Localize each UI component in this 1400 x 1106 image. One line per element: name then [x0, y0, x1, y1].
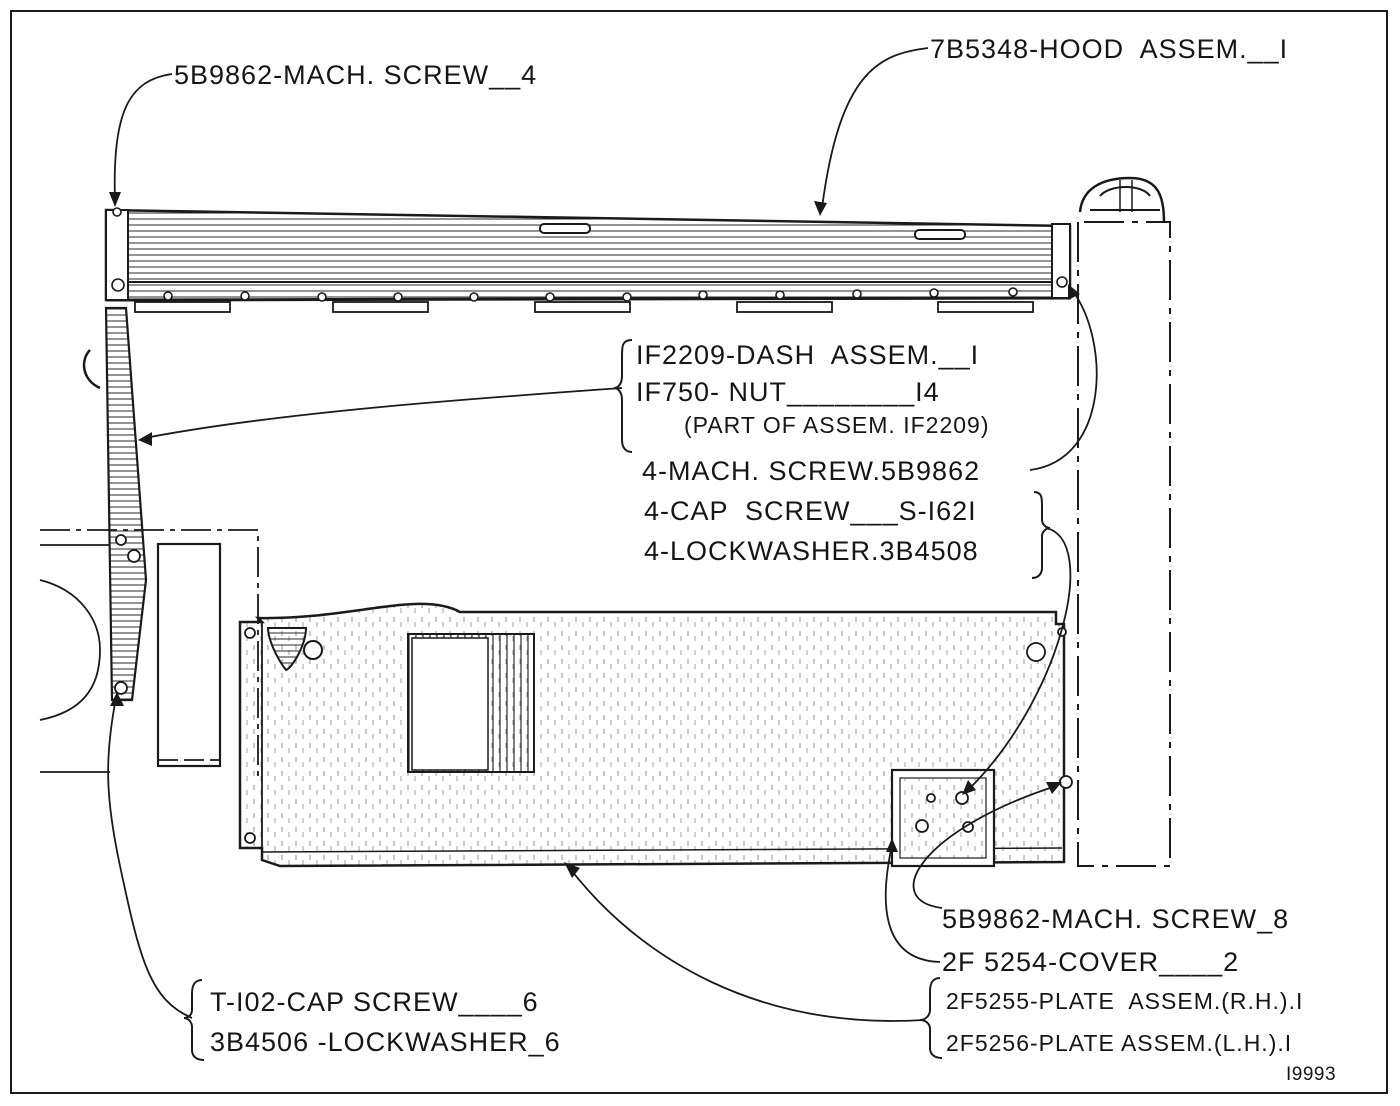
- label-hood-assembly: 7B5348-HOOD ASSEM.__I: [930, 34, 1289, 64]
- label-cap-screw-lower: T-I02-CAP SCREW____6: [210, 987, 539, 1017]
- arrowheads: [109, 192, 1080, 878]
- label-cover: 2F 5254-COVER____2: [942, 947, 1240, 977]
- drawing-frame: [10, 10, 1388, 1094]
- leader-mach-screw-lower: [912, 785, 1057, 909]
- label-mach-screw-mid: 4-MACH. SCREW.5B9862: [642, 456, 981, 486]
- label-plate-lh: 2F5256-PLATE ASSEM.(L.H.).I: [946, 1030, 1293, 1056]
- callout-brackets: [183, 339, 1051, 1061]
- label-cap-screw-mid: 4-CAP SCREW___S-I62I: [644, 496, 977, 526]
- leader-mach-screw-mid: [1029, 289, 1098, 471]
- leader-cover: [884, 844, 941, 963]
- leader-mach-screw-top: [113, 73, 173, 201]
- label-nut: IF750- NUT________I4: [636, 377, 940, 407]
- radiator-upright: [1077, 176, 1171, 867]
- label-nut-note: (PART OF ASSEM. IF2209): [684, 412, 990, 438]
- label-lockwasher-lower: 3B4506 -LOCKWASHER_6: [210, 1027, 561, 1057]
- hood-assembly: [104, 207, 1072, 313]
- plate-assembly: [238, 602, 1073, 868]
- label-dash-assembly: IF2209-DASH ASSEM.__I: [636, 340, 980, 370]
- leader-hood: [821, 47, 929, 209]
- dash-assembly: [104, 306, 148, 702]
- leader-cap-screw-mid: [967, 527, 1072, 791]
- label-lockwasher-mid: 4-LOCKWASHER.3B4508: [644, 536, 979, 566]
- drawing-number: I9993: [1286, 1064, 1337, 1085]
- label-mach-screw-lower: 5B9862-MACH. SCREW_8: [942, 904, 1290, 934]
- leader-plate: [567, 865, 925, 1022]
- leader-cap-screw-lower: [107, 697, 193, 1019]
- label-mach-screw-top: 5B9862-MACH. SCREW__4: [174, 60, 538, 90]
- leader-lines: [107, 47, 1098, 1022]
- leader-dash: [144, 387, 623, 439]
- engine-block-outline: [39, 349, 259, 780]
- label-plate-rh: 2F5255-PLATE ASSEM.(R.H.).I: [946, 988, 1304, 1014]
